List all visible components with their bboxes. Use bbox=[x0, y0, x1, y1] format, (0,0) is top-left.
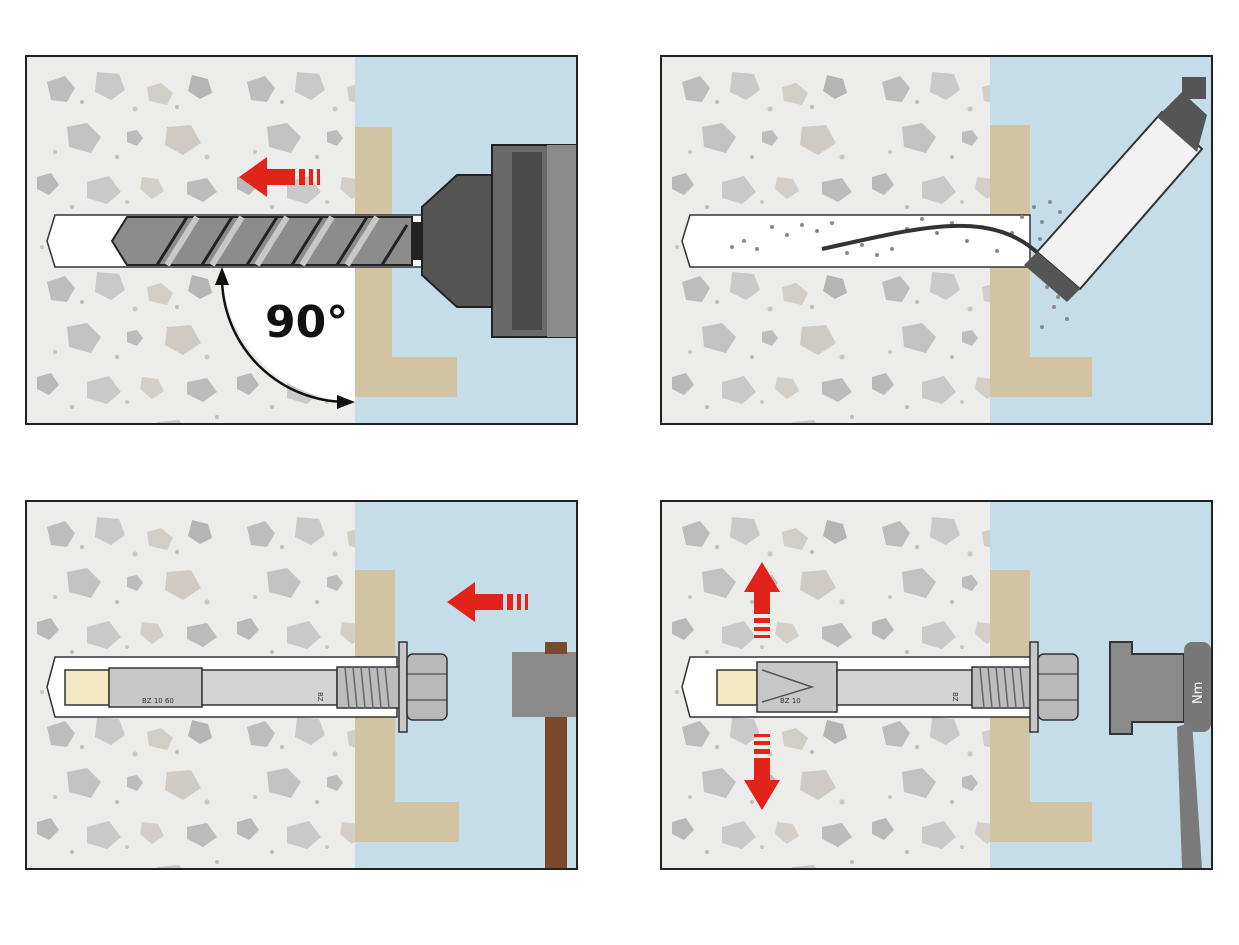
arrow-left-icon bbox=[447, 582, 528, 622]
step-1-drill-panel: 90° bbox=[25, 55, 578, 425]
fixture-bracket bbox=[355, 570, 459, 842]
drill-illustration: 90° bbox=[27, 57, 576, 423]
anchor-mark-bz: BZ bbox=[316, 692, 324, 702]
arrow-down-icon bbox=[744, 734, 780, 810]
angle-region bbox=[222, 267, 355, 402]
torque-wrench-icon: Nm bbox=[1109, 641, 1211, 868]
blow-tube bbox=[821, 223, 1044, 259]
arrow-up-icon bbox=[744, 562, 780, 638]
anchor-bolt-icon: BZ BZ 10 bbox=[716, 641, 1079, 733]
hammer-illustration: BZ BZ 10 60 bbox=[27, 502, 576, 868]
wrench-label: Nm bbox=[1191, 682, 1206, 704]
step-3-hammer-panel: BZ BZ 10 60 bbox=[25, 500, 578, 870]
clean-illustration bbox=[662, 57, 1211, 423]
arrow-left-icon bbox=[239, 157, 320, 197]
anchor-mark-size: BZ 10 60 bbox=[142, 697, 174, 705]
fixture-bracket bbox=[355, 127, 457, 397]
anchor-mark-size: BZ 10 bbox=[780, 697, 801, 705]
anchor-mark-bz: BZ bbox=[951, 692, 959, 702]
anchor-bolt-icon: BZ BZ 10 60 bbox=[64, 641, 448, 733]
angle-label: 90° bbox=[265, 297, 348, 348]
hammer-icon bbox=[512, 642, 576, 868]
step-4-torque-panel: BZ BZ 10 Nm bbox=[660, 500, 1213, 870]
angle-arc bbox=[215, 267, 355, 409]
fixture-bracket bbox=[990, 570, 1092, 842]
drill-bit-icon bbox=[110, 215, 413, 267]
torque-illustration: BZ BZ 10 Nm bbox=[662, 502, 1211, 868]
step-2-clean-panel bbox=[660, 55, 1213, 425]
fixture-bracket bbox=[990, 125, 1092, 397]
drill-chuck-icon bbox=[412, 144, 576, 338]
blow-pump-icon bbox=[1024, 77, 1207, 302]
